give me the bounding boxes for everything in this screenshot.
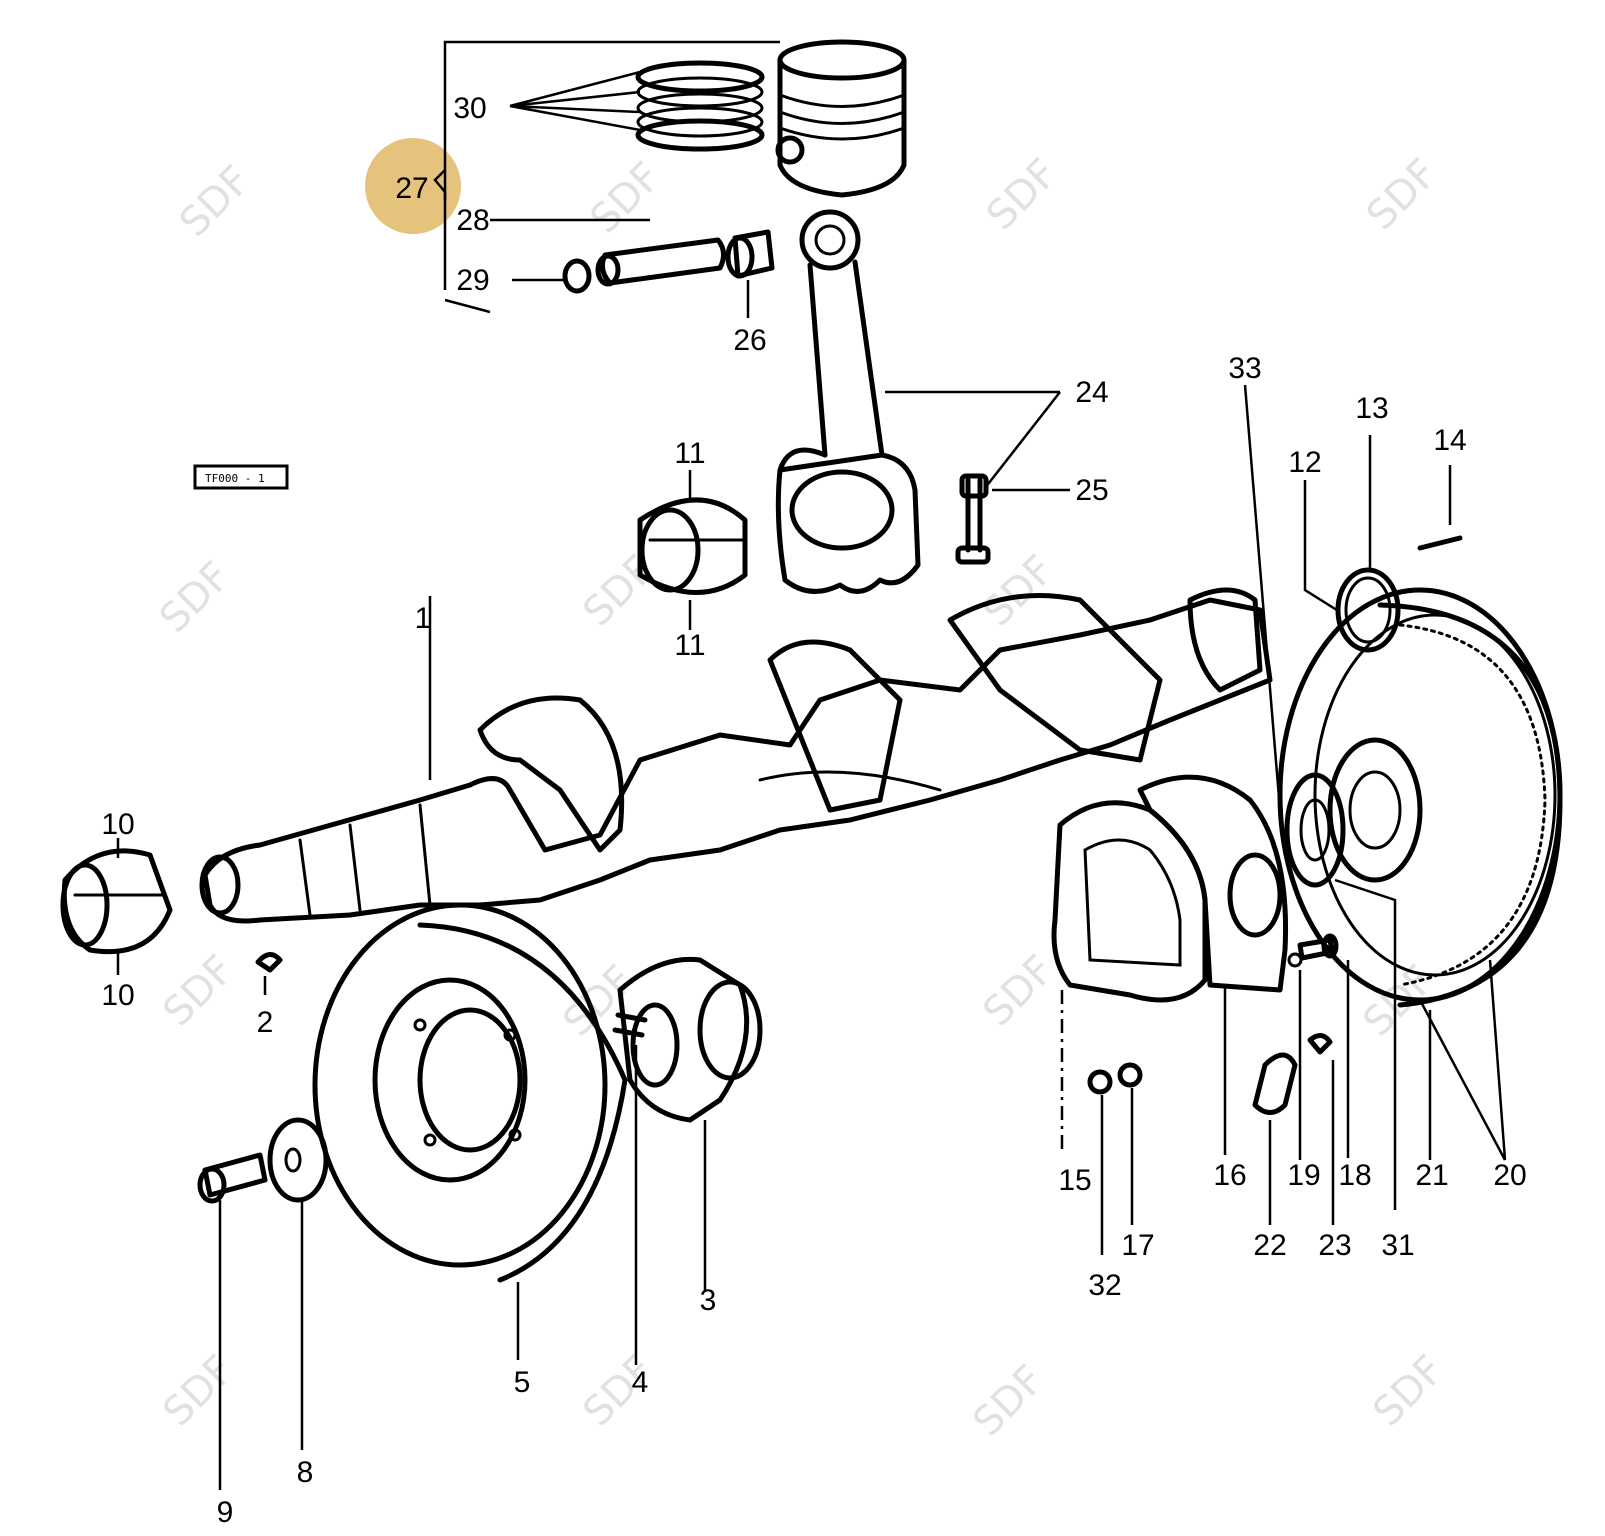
flywheel-bolts: [1252, 933, 1350, 1225]
callout-10-top: 10: [101, 808, 134, 841]
piston: [775, 39, 907, 198]
callout-24: 24: [1075, 376, 1108, 409]
conrod-bolt: [955, 473, 1070, 565]
callout-highlight: [365, 138, 461, 234]
callout-13: 13: [1355, 392, 1388, 425]
watermark: SDF: [155, 1347, 244, 1436]
woodruff-key: [255, 952, 283, 995]
callout-18: 18: [1338, 1159, 1371, 1192]
piston-kit-bracket: [433, 40, 780, 314]
callout-labels: 1 2 3 4 5 8 9 10 10 11 11 12 13 14 15 16…: [101, 92, 1526, 1529]
callout-15: 15: [1058, 1164, 1091, 1197]
leader-33: [1243, 384, 1282, 811]
callout-19: 19: [1287, 1159, 1320, 1192]
seal-housing: [1137, 774, 1289, 1155]
watermark: SDF: [151, 553, 240, 642]
callout-14: 14: [1433, 424, 1466, 457]
callout-25: 25: [1075, 474, 1108, 507]
main-bearing-shells: [637, 470, 748, 630]
gudgeon-pin-group: [490, 218, 775, 318]
crankshaft: [199, 587, 1273, 924]
rear-gasket: [1051, 800, 1208, 1150]
callout-29: 29: [456, 264, 489, 297]
piston-rings: [509, 60, 765, 152]
callout-30: 30: [453, 92, 486, 125]
callout-2: 2: [257, 1006, 274, 1039]
callout-28: 28: [456, 204, 489, 237]
pulley-hub: [612, 956, 763, 1365]
callout-16: 16: [1213, 1159, 1246, 1192]
washers: [1087, 1062, 1143, 1255]
callout-17: 17: [1121, 1229, 1154, 1262]
callout-23: 23: [1318, 1229, 1351, 1262]
callout-32: 32: [1088, 1269, 1121, 1302]
callout-8: 8: [297, 1456, 314, 1489]
watermark: SDF: [171, 157, 260, 246]
front-bearing-shell: [60, 838, 173, 975]
callout-20: 20: [1493, 1159, 1526, 1192]
callout-31: 31: [1381, 1229, 1414, 1262]
pulley-washer: [267, 1117, 329, 1450]
ring-gear-parts: [1303, 435, 1463, 653]
flywheel: [1277, 587, 1563, 1161]
pulley-bolt: [197, 1152, 268, 1490]
watermark: SDF: [1365, 1347, 1454, 1436]
callout-3: 3: [700, 1284, 717, 1317]
watermark: SDF: [575, 547, 664, 636]
callout-33: 33: [1228, 352, 1261, 385]
callout-10-bottom: 10: [101, 979, 134, 1012]
plate-tag-text: TF000 - 1: [205, 472, 265, 485]
watermark: SDF: [975, 947, 1064, 1036]
callout-11-bottom: 11: [674, 629, 705, 662]
callout-11-top: 11: [674, 437, 705, 470]
watermark: SDF: [575, 1347, 664, 1436]
watermark: SDF: [965, 1357, 1054, 1446]
callout-5: 5: [514, 1366, 531, 1399]
crank-pulley: [312, 902, 628, 1360]
plate-tag: TF000 - 1: [193, 464, 289, 490]
callout-26: 26: [733, 324, 766, 357]
callout-22: 22: [1253, 1229, 1286, 1262]
connecting-rod: [775, 209, 1061, 594]
callout-27: 27: [395, 172, 428, 205]
callout-9: 9: [217, 1496, 234, 1529]
watermark: SDF: [1358, 150, 1447, 239]
callout-1: 1: [415, 602, 432, 635]
callout-4: 4: [632, 1366, 649, 1399]
watermark: SDF: [582, 154, 671, 243]
callout-21: 21: [1415, 1159, 1448, 1192]
watermark: SDF: [978, 150, 1067, 239]
watermark: SDF: [155, 947, 244, 1036]
callout-12: 12: [1288, 446, 1321, 479]
